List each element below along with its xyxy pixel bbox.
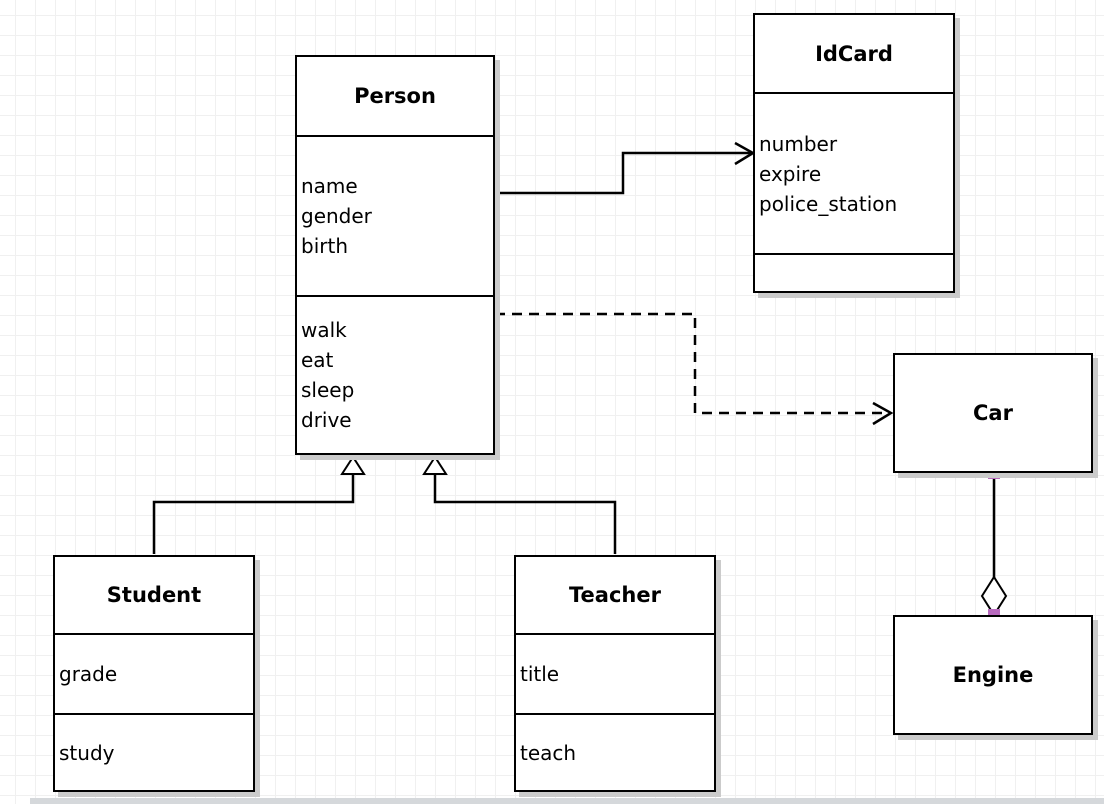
attributes-section: number expire police_station xyxy=(755,94,953,255)
attribute: grade xyxy=(59,662,118,686)
attribute: number xyxy=(759,131,838,156)
method: study xyxy=(59,740,115,765)
hollow-diamond-icon xyxy=(980,575,1008,617)
class-title: Student xyxy=(55,557,253,635)
method: eat xyxy=(301,348,334,372)
class-student[interactable]: Student grade study xyxy=(53,555,255,792)
attribute: title xyxy=(520,662,560,686)
class-title: IdCard xyxy=(755,15,953,94)
attributes-section: grade xyxy=(55,635,253,715)
aggregation-car-engine[interactable] xyxy=(980,467,1008,621)
method: walk xyxy=(301,318,347,342)
association-person-idcard[interactable] xyxy=(495,141,756,195)
class-idcard[interactable]: IdCard number expire police_station xyxy=(753,13,955,293)
methods-section xyxy=(755,255,953,291)
open-arrowhead-icon xyxy=(872,401,894,426)
class-title: Car xyxy=(973,401,1013,425)
generalization-teacher-person[interactable] xyxy=(422,455,617,554)
class-person[interactable]: Person name gender birth walk eat sleep … xyxy=(295,55,495,455)
class-teacher[interactable]: Teacher title teach xyxy=(514,555,716,792)
attributes-section: title xyxy=(516,635,714,715)
class-car[interactable]: Car xyxy=(893,353,1093,473)
generalization-student-person[interactable] xyxy=(152,455,366,554)
attribute: police_station xyxy=(759,191,898,216)
attribute: birth xyxy=(301,234,348,258)
class-engine[interactable]: Engine xyxy=(893,615,1093,735)
dependency-person-car[interactable] xyxy=(495,312,894,426)
attribute: gender xyxy=(301,204,372,228)
hollow-triangle-icon xyxy=(422,455,448,475)
class-title: Teacher xyxy=(516,557,714,635)
hollow-triangle-icon xyxy=(340,455,366,475)
methods-section: teach xyxy=(516,715,714,790)
class-title: Engine xyxy=(952,663,1034,687)
scrollbar-horizontal[interactable] xyxy=(30,798,1104,804)
class-title: Person xyxy=(297,57,493,137)
method: sleep xyxy=(301,378,355,402)
attributes-section: name gender birth xyxy=(297,137,493,297)
methods-section: walk eat sleep drive xyxy=(297,297,493,453)
methods-section: study xyxy=(55,715,253,790)
attribute: expire xyxy=(759,161,822,186)
open-arrowhead-icon xyxy=(734,141,756,166)
attribute: name xyxy=(301,174,358,198)
method: drive xyxy=(301,408,352,432)
method: teach xyxy=(520,740,577,765)
